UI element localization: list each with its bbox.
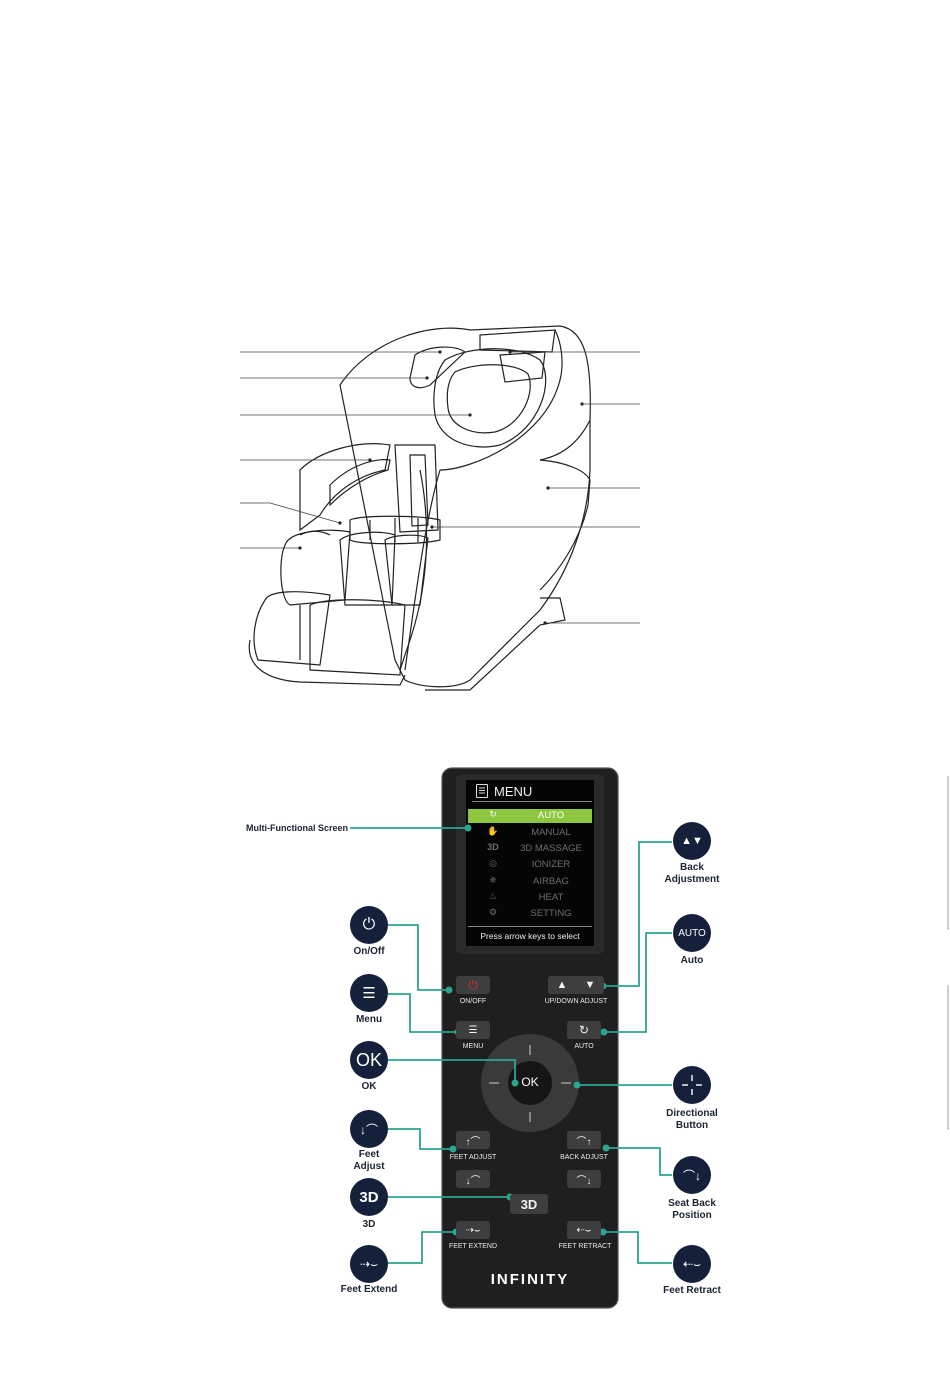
menu-item-manual[interactable]: ✋ MANUAL — [487, 826, 571, 838]
feet-down-button[interactable]: ↓⌒ — [456, 1170, 490, 1188]
back-adjust-button[interactable]: ⌒↑ — [567, 1131, 601, 1149]
menu-item-ionizer[interactable]: ◎ IONIZER — [468, 858, 592, 872]
up-down-adjust-button[interactable]: ▲ ▼ — [548, 976, 604, 994]
feet-adjust-icon: ↓⌒ — [359, 1122, 378, 1137]
callout-feet-extend-icon: ⇢⌣ — [350, 1245, 388, 1283]
feet-retract-icon: ⇠⌣ — [576, 1224, 592, 1236]
feet-adjust-button[interactable]: ↑⌒ — [456, 1131, 490, 1149]
power-icon: ⏻ — [468, 977, 478, 992]
menu-item-airbag[interactable]: ✵ AIRBAG — [468, 875, 592, 889]
brand-logo: INFINITY — [490, 1271, 570, 1288]
screen-hint: Press arrow keys to select — [480, 931, 580, 941]
auto-cycle-icon: ↻ — [489, 809, 497, 819]
callout-on-off-icon: ⏻ — [350, 906, 388, 944]
callout-feet-retract-label: Feet Retract — [663, 1285, 721, 1296]
back-down-icon: ⌒↓ — [576, 1175, 592, 1187]
auto-button[interactable]: ↻ — [567, 1021, 601, 1039]
callout-directional-icon — [673, 1066, 711, 1104]
feet-extend-label: FEET EXTEND — [448, 1243, 498, 1250]
arrow-down-icon: ▼ — [584, 979, 596, 991]
remote-screen — [466, 780, 594, 946]
screen-header: MENU — [472, 783, 592, 802]
on-off-label: ON/OFF — [459, 998, 487, 1005]
callout-feet-adjust-label: Feet Adjust — [353, 1149, 385, 1172]
menu-list-icon: ☰ — [362, 985, 376, 1002]
menu-list-icon: ☰ — [468, 1024, 478, 1036]
ok-center-ring — [508, 1061, 552, 1105]
on-off-button[interactable]: ⏻ — [456, 976, 490, 994]
feet-retract-icon: ⇠⌣ — [683, 1256, 701, 1271]
menu-item-auto[interactable]: ↻ AUTO — [468, 809, 592, 823]
callout-ok-icon: OK — [350, 1041, 388, 1079]
callout-on-off-label: On/Off — [353, 946, 385, 957]
menu-item-3d-massage[interactable]: 3D 3D MASSAGE — [487, 842, 582, 854]
callout-seat-back-icon: ⌒↓ — [673, 1156, 711, 1194]
auto-label: AUTO — [574, 1043, 594, 1050]
back-adjust-label: BACK ADJUST — [560, 1154, 608, 1161]
massage-chair-illustration — [248, 325, 591, 691]
feet-extend-icon: ⇢⌣ — [465, 1224, 481, 1236]
arrow-up-icon: ▲ — [556, 979, 568, 991]
feet-extend-button[interactable]: ⇢⌣ — [456, 1221, 490, 1239]
3d-button[interactable]: 3D — [510, 1194, 548, 1214]
callout-3d-label: 3D — [362, 1219, 376, 1230]
remote-leader-lines — [350, 827, 672, 1264]
callout-feet-adjust-icon: ↓⌒ — [350, 1110, 388, 1148]
3d-text-icon: 3D — [487, 842, 499, 852]
up-down-arrows-icon: ▲▼ — [681, 835, 703, 847]
callout-3d-icon: 3D — [350, 1178, 388, 1216]
feet-retract-label: FEET RETRACT — [558, 1243, 612, 1250]
callout-back-adjustment-icon: ▲▼ — [673, 822, 711, 860]
callout-seat-back-label: Seat Back Position — [668, 1198, 716, 1221]
screen-hint-bar: Press arrow keys to select — [468, 926, 592, 945]
power-icon: ⏻ — [362, 916, 376, 933]
callout-auto-icon: AUTO — [673, 914, 711, 952]
up-down-adjust-label: UP/DOWN ADJUST — [544, 998, 608, 1005]
menu-list-icon — [476, 784, 488, 798]
callout-back-adjustment-label: Back Adjustment — [664, 862, 720, 885]
callout-directional-label: Directional Button — [666, 1108, 718, 1131]
chair-leader-dots — [298, 350, 584, 625]
feet-down-icon: ↓⌒ — [465, 1175, 481, 1187]
3d-icon-text: 3D — [359, 1188, 379, 1206]
back-down-button[interactable]: ⌒↓ — [567, 1170, 601, 1188]
callout-feet-retract-icon: ⇠⌣ — [673, 1245, 711, 1283]
ok-button[interactable]: OK — [521, 1075, 539, 1089]
callout-feet-extend-label: Feet Extend — [340, 1284, 398, 1295]
menu-label: MENU — [462, 1043, 484, 1050]
screen-title: MENU — [494, 784, 533, 799]
gear-icon: ⚙ — [488, 907, 498, 917]
feet-retract-button[interactable]: ⇠⌣ — [567, 1221, 601, 1239]
callout-ok-label: OK — [361, 1081, 377, 1092]
menu-item-heat[interactable]: ♨ HEAT — [468, 891, 592, 905]
hand-icon: ✋ — [487, 826, 499, 836]
ionizer-icon: ◎ — [489, 858, 497, 868]
auto-cycle-icon: ↻ — [578, 1023, 590, 1037]
back-up-icon: ⌒↑ — [576, 1136, 592, 1148]
menu-item-setting[interactable]: ⚙ SETTING — [468, 907, 592, 921]
feet-adjust-label: FEET ADJUST — [449, 1154, 497, 1161]
menu-button[interactable]: ☰ — [456, 1021, 490, 1039]
crosshair-icon — [682, 1075, 702, 1095]
flame-icon: ♨ — [488, 891, 498, 901]
callout-menu-icon: ☰ — [350, 974, 388, 1012]
airbag-icon: ✵ — [489, 875, 497, 885]
ok-icon-text: OK — [355, 1049, 382, 1070]
feet-extend-icon: ⇢⌣ — [360, 1256, 378, 1271]
chair-leader-lines — [240, 351, 640, 624]
screen-menu-list: ↻ AUTO ✋ MANUAL 3D 3D MASSAGE ◎ IONIZER … — [468, 809, 592, 927]
feet-up-icon: ↑⌒ — [465, 1136, 481, 1148]
seat-back-icon: ⌒↓ — [682, 1168, 701, 1183]
callout-multi-functional-screen: Multi-Functional Screen — [245, 823, 348, 833]
callout-auto-label: Auto — [680, 955, 704, 966]
auto-icon-text: AUTO — [678, 927, 706, 939]
callout-menu-label: Menu — [355, 1014, 383, 1025]
dpad-marks — [489, 1045, 571, 1122]
